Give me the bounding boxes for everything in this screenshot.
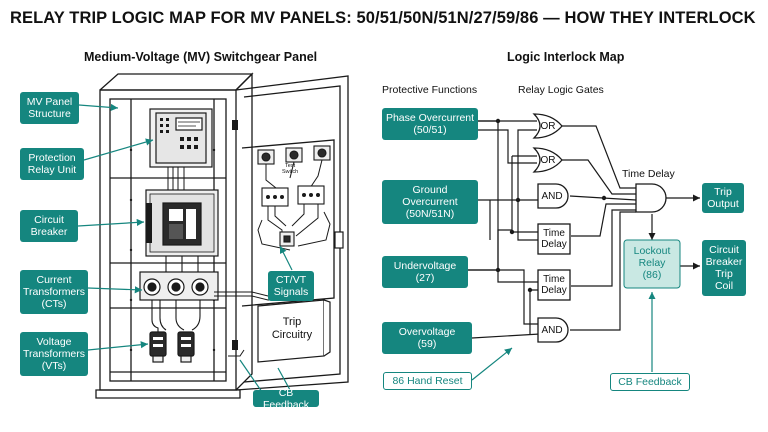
time-delay-boxes — [537, 223, 571, 301]
trip-output-box: Trip Output — [702, 183, 744, 213]
panel-heading: Medium-Voltage (MV) Switchgear Panel — [84, 50, 318, 64]
relay-buttons — [160, 118, 198, 149]
lockout-relay-box — [623, 239, 681, 289]
terminal-blocks — [261, 185, 325, 207]
col-gates: Relay Logic Gates — [518, 84, 604, 96]
ct-drawing — [139, 271, 219, 301]
callout-cts: Current Transformers (CTs) — [20, 270, 88, 314]
callout-vts: Voltage Transformers (VTs) — [20, 332, 88, 376]
junction-dots — [495, 118, 607, 293]
time-delay-2-label: Time Delay — [541, 274, 567, 296]
bus-bars — [165, 256, 199, 272]
and-gate-2-label: AND — [541, 325, 563, 336]
callout-ctvt-signals: CT/VT Signals — [268, 271, 314, 301]
test-plug — [279, 231, 295, 247]
test-switch-knobs — [257, 145, 331, 165]
fn-hand-reset: 86 Hand Reset — [383, 372, 472, 390]
callout-breaker: Circuit Breaker — [20, 210, 78, 242]
or-gates — [532, 113, 563, 173]
fn-phase-overcurrent: Phase Overcurrent (50/51) — [382, 108, 478, 140]
fn-undervoltage: Undervoltage (27) — [382, 256, 468, 288]
relay-cables — [167, 167, 185, 190]
callout-relay-unit: Protection Relay Unit — [20, 148, 84, 180]
fn-overvoltage: Overvoltage (59) — [382, 322, 472, 354]
lockout-relay-label: Lockout Relay (86) — [633, 245, 671, 281]
trip-circuitry-label: Trip Circuitry — [271, 316, 313, 341]
or-gate-2-label: OR — [540, 155, 556, 166]
trip-circuitry-box — [257, 299, 331, 363]
and-gates — [537, 183, 667, 343]
test-switch-wires — [265, 159, 323, 189]
callout-leaders — [77, 103, 293, 393]
callout-cb-feedback-left: CB Feedback — [253, 387, 319, 411]
logic-heading: Logic Interlock Map — [507, 50, 625, 64]
vt-cables — [151, 300, 201, 334]
cb-trip-coil-box: Circuit Breaker Trip Coil — [702, 240, 746, 296]
and-gate-1-label: AND — [541, 191, 563, 202]
callout-panel-structure: MV Panel Structure — [20, 92, 79, 124]
terminal-wires — [257, 204, 331, 251]
time-delay-heading: Time Delay — [622, 168, 675, 180]
col-functions: Protective Functions — [382, 84, 478, 96]
breaker-drawing — [145, 189, 219, 257]
or-gate-1-label: OR — [540, 121, 556, 132]
page-title: RELAY TRIP LOGIC MAP FOR MV PANELS: 50/5… — [10, 9, 756, 27]
door-handle — [334, 231, 344, 249]
test-switch-label: Test Switch — [282, 163, 299, 175]
cb-feedback-right: CB Feedback — [610, 373, 690, 391]
switchgear-cabinet — [95, 72, 254, 399]
fn-ground-overcurrent: Ground Overcurrent (50N/51N) — [382, 180, 478, 224]
logic-wires — [468, 120, 700, 381]
open-door — [235, 75, 349, 391]
time-delay-1-label: Time Delay — [541, 228, 567, 250]
